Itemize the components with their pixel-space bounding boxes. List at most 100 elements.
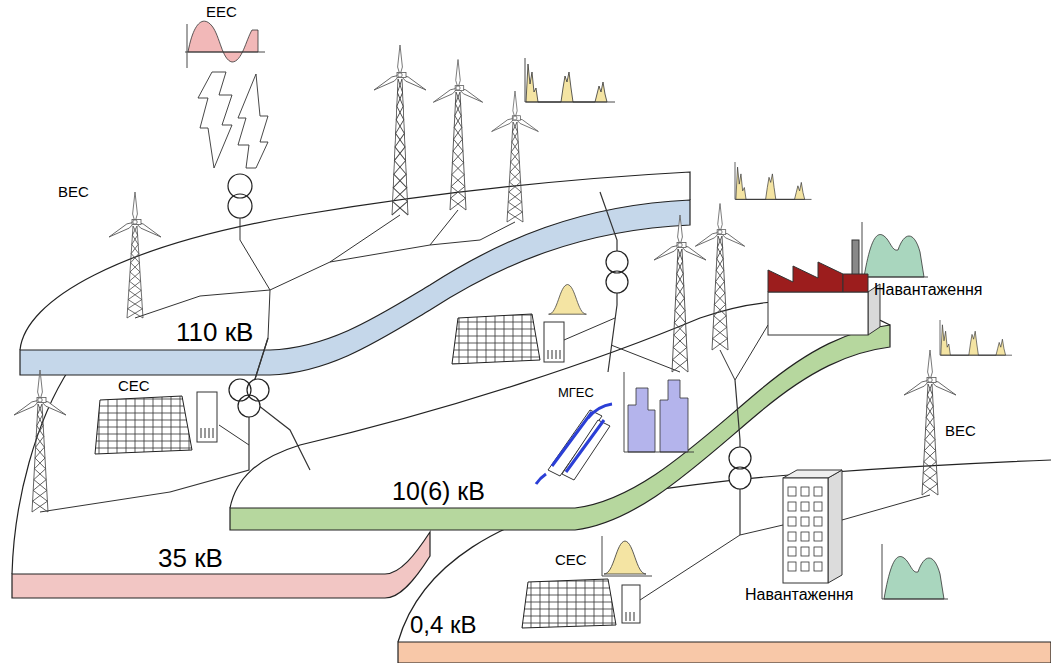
- band-surface: [20, 172, 690, 350]
- solar-panel: [544, 322, 564, 362]
- load-chart: [862, 222, 948, 599]
- wind-turbine: [432, 60, 484, 211]
- voltage-band: 10(6) кВ: [225, 290, 895, 535]
- label-holder: ВЕС: [945, 423, 976, 440]
- band-shape: [395, 455, 1051, 663]
- exchange-arrow: [198, 72, 232, 168]
- label-holder: СЕС: [118, 378, 150, 395]
- feeder-wire: [40, 210, 930, 600]
- label-holder: Навантаження: [745, 586, 854, 604]
- hydro-plant: [552, 412, 604, 472]
- wind-turbine: [653, 215, 707, 372]
- wind-turbine: [13, 370, 67, 417]
- feeder-wire: [611, 345, 680, 372]
- station-label: СЕС: [118, 378, 150, 395]
- load-chart: [862, 222, 928, 277]
- three-winding-transformer: [229, 379, 251, 401]
- transformer: [228, 174, 252, 218]
- solar-panel: [548, 350, 560, 359]
- solar-panel: [95, 392, 217, 454]
- exchange-arrow: [238, 74, 268, 168]
- apartment-building: [783, 470, 842, 583]
- band-outline: [398, 460, 1051, 642]
- wind-turbine: [694, 204, 746, 351]
- hydro-plant: [536, 404, 612, 484]
- label-holder: ВЕС: [58, 184, 89, 201]
- transformer: [606, 251, 628, 273]
- wind-turbine: [373, 45, 427, 215]
- feeder-wire: [842, 495, 930, 520]
- wind-turbine: [507, 122, 523, 222]
- factory: [768, 292, 868, 335]
- transformer: [606, 271, 628, 293]
- station-label: Навантаження: [874, 281, 983, 299]
- hydro-output-chart: [660, 380, 688, 452]
- wind-turbine: [32, 404, 48, 512]
- wind-turbine: [672, 249, 688, 372]
- station-label: ВЕС: [58, 184, 89, 201]
- transformer: [228, 194, 252, 218]
- hydro-plant: [562, 420, 610, 480]
- grid-power-chart: [188, 21, 258, 62]
- wind-output-chart: [735, 162, 812, 199]
- voltage-label: 110 кВ: [176, 318, 253, 347]
- band-outline: [20, 172, 690, 350]
- band-shape: [15, 165, 695, 380]
- feeder-wire: [135, 290, 270, 318]
- three-winding-transformer: [247, 379, 269, 401]
- transformer: [606, 251, 628, 293]
- station-label: ЕЕС: [206, 4, 237, 21]
- solar-output-chart: [549, 285, 587, 315]
- apartment-building: [783, 470, 842, 478]
- wind-turbine: [922, 384, 938, 495]
- transformer: [729, 447, 751, 489]
- label-holder: МГЕС: [558, 386, 594, 400]
- station-label: ВЕС: [945, 423, 976, 440]
- wind-turbine: [712, 236, 728, 350]
- transformer: [606, 271, 628, 293]
- label-holder: Навантаження: [874, 281, 983, 299]
- solar-panel: [522, 579, 640, 628]
- band-shape: [20, 172, 690, 375]
- grid-power-chart: [185, 21, 265, 68]
- band-label-holder: 0,4 кВ: [410, 612, 477, 638]
- wind-turbine: [903, 350, 957, 397]
- band-outline: [230, 301, 890, 508]
- transformer: [729, 447, 751, 469]
- solar-panel: [626, 612, 634, 621]
- voltage-band: 110 кВ: [15, 165, 695, 380]
- band-front-face: [12, 532, 430, 598]
- band-outline: [12, 368, 70, 574]
- wind-turbine: [127, 226, 143, 318]
- feeder-wire: [270, 215, 400, 290]
- solar-panel: [197, 392, 217, 442]
- band-front-face: [230, 325, 890, 530]
- feeder-wire: [430, 222, 515, 245]
- band-surface: [398, 460, 1051, 642]
- hydro-output-chart: [628, 388, 655, 452]
- band-front-face: [20, 200, 690, 375]
- wind-output-chart: [940, 320, 1012, 355]
- solar-panel: [95, 396, 192, 454]
- hydro-output-chart: [624, 372, 694, 452]
- solar-panel: [452, 314, 564, 364]
- wind-turbine: [108, 192, 162, 318]
- feeder-wire: [40, 492, 170, 512]
- wind-turbine: [491, 91, 540, 222]
- band-surface: [230, 301, 890, 508]
- feeder-wire: [720, 350, 735, 380]
- apartment-building: [787, 486, 825, 576]
- solar-output-chart: [604, 541, 646, 574]
- station-label: Навантаження: [745, 586, 854, 604]
- wind-turbine: [13, 370, 67, 512]
- wind-turbine: [432, 60, 484, 105]
- factory: [768, 240, 880, 335]
- band-front-face: [398, 642, 1051, 663]
- band-label-holder: 35 кВ: [158, 544, 223, 573]
- station-label: СЕС: [555, 552, 587, 569]
- solar-output-chart: [602, 536, 652, 576]
- load-chart: [882, 544, 948, 599]
- feeder-wire: [219, 425, 249, 445]
